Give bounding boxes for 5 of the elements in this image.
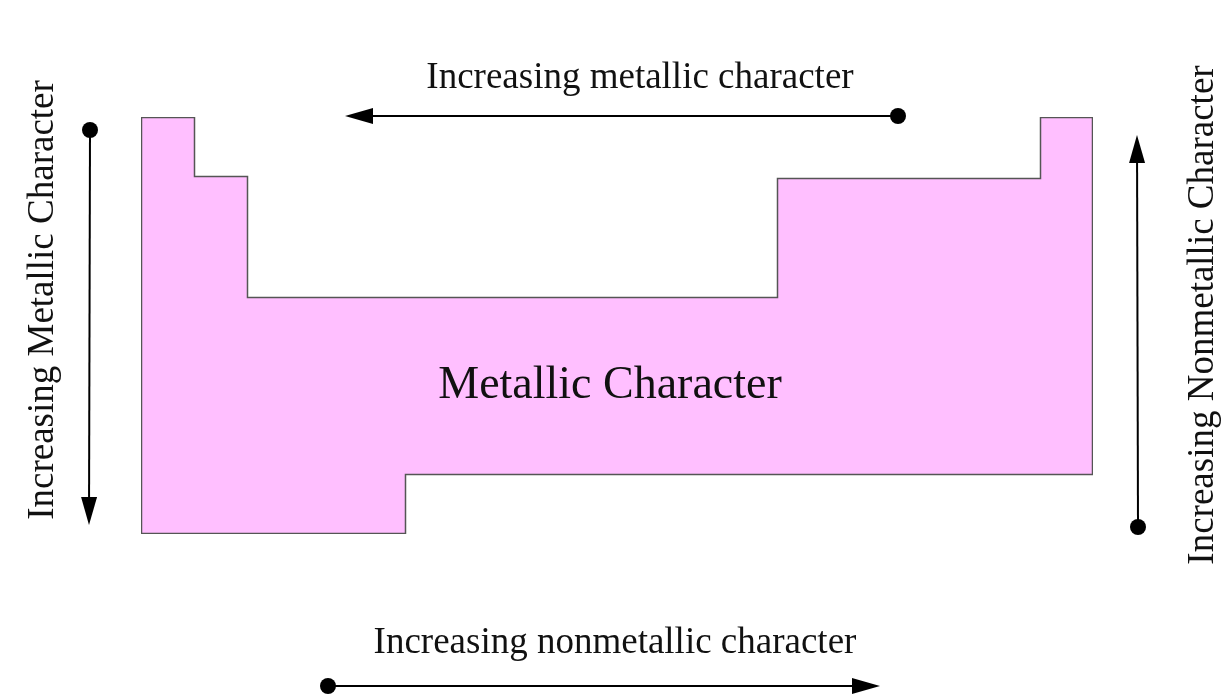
- trend-label: Increasing metallic character: [426, 56, 854, 94]
- region-label: Metallic Character: [438, 360, 782, 406]
- trend-label: Increasing Nonmetallic Character: [1181, 65, 1219, 565]
- trend-label: Increasing Metallic Character: [21, 80, 59, 520]
- trend-label: Increasing nonmetallic character: [373, 621, 857, 659]
